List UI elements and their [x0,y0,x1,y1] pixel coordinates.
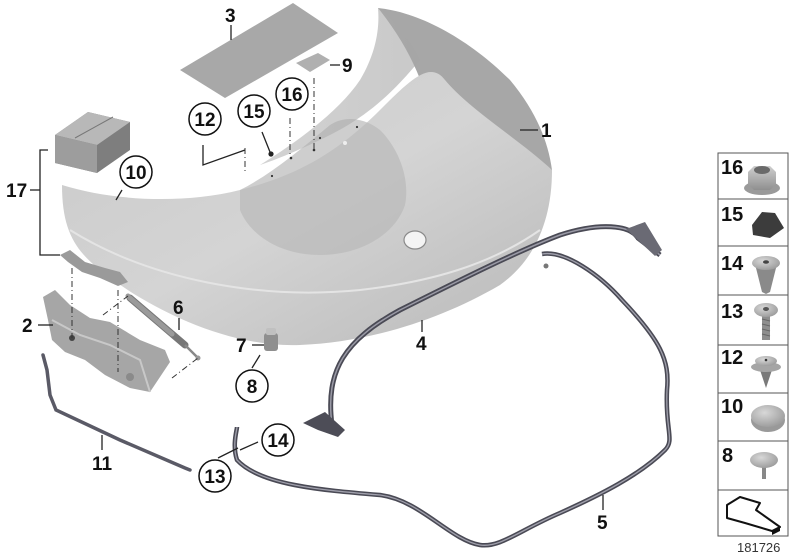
svg-text:12: 12 [721,347,743,369]
svg-text:14: 14 [721,253,744,275]
svg-text:15: 15 [721,204,743,226]
direction-arrow-icon [726,496,781,535]
svg-text:12: 12 [194,110,215,131]
callout-5: 5 [597,513,608,534]
svg-text:13: 13 [721,301,743,323]
legend-item-13: 13 [721,301,778,340]
legend-item-12: 12 [721,347,781,388]
svg-text:8: 8 [722,445,733,467]
leader-lines [30,25,604,510]
callout-7: 7 [236,336,247,357]
plug-with-stud-icon [750,452,778,479]
svg-text:8: 8 [247,377,258,398]
rubber-pad-icon [752,212,784,238]
callout-14: 14 [261,423,295,457]
callout-16: 16 [275,77,309,111]
callout-12: 12 [188,102,222,136]
pad [296,53,330,72]
legend-item-8: 8 [722,445,778,479]
insulation-mat [180,3,338,98]
dashed-guides [71,78,315,379]
push-clip-icon [751,356,781,388]
svg-text:10: 10 [125,163,146,184]
legend-item-14: 14 [721,253,780,294]
callout-17: 17 [6,181,27,202]
round-plug-icon [751,405,785,432]
callout-3: 3 [225,6,236,27]
legend-panel: 16 15 14 13 [717,152,789,537]
repair-kit-box [55,112,130,173]
callout-4: 4 [416,334,427,355]
callout-1: 1 [541,121,552,142]
trunk-lid [62,8,552,346]
callout-9: 9 [342,56,353,77]
callout-6: 6 [173,298,184,319]
reference-number: 181726 [737,540,781,555]
callout-10: 10 [119,155,153,189]
bracket [60,250,128,286]
callout-2: 2 [22,316,33,337]
svg-text:10: 10 [721,396,743,418]
svg-text:16: 16 [281,85,302,106]
hex-flange-nut-icon [744,166,780,195]
svg-text:16: 16 [721,157,743,179]
legend-item-15: 15 [721,204,784,238]
upper-seal [303,222,662,437]
callout-15: 15 [237,94,271,128]
svg-text:14: 14 [267,431,289,452]
hinge [43,290,170,393]
svg-text:13: 13 [204,467,225,488]
lower-seal [232,251,672,548]
expanding-clip-icon [752,256,780,294]
callout-11: 11 [92,454,113,475]
svg-text:15: 15 [243,102,265,123]
legend-item-10: 10 [721,396,785,432]
rubber-buffer [264,328,278,351]
screw-icon [754,303,778,340]
callout-13: 13 [198,459,232,493]
legend-item-16: 16 [721,157,780,195]
trim-strip [41,353,192,472]
callout-8: 8 [235,369,269,403]
